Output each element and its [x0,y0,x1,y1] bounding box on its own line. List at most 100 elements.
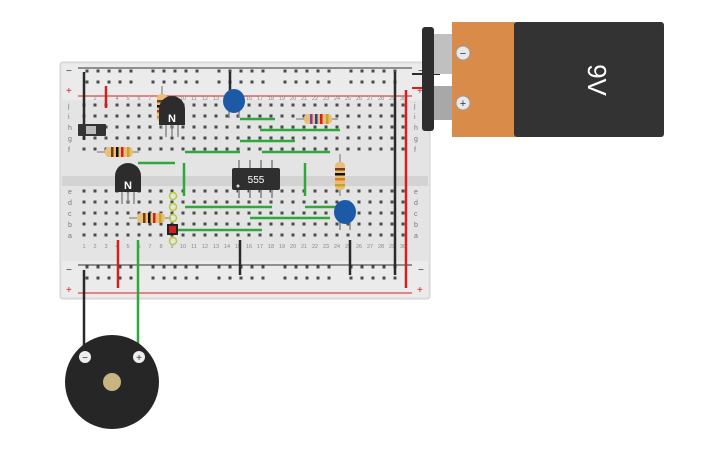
switch-knob[interactable] [86,126,96,134]
breadboard-hole[interactable] [137,125,141,129]
breadboard-hole[interactable] [258,125,262,129]
breadboard-hole[interactable] [390,200,394,204]
breadboard-hole[interactable] [302,114,306,118]
breadboard-hole[interactable] [148,125,152,129]
breadboard-hole[interactable] [203,211,207,215]
breadboard-hole[interactable] [379,233,383,237]
breadboard-hole[interactable] [247,136,251,140]
breadboard-hole[interactable] [390,125,394,129]
breadboard-hole[interactable] [313,200,317,204]
timer-555-chip[interactable]: 555 [232,160,280,198]
breadboard-hole[interactable] [368,114,372,118]
breadboard-hole[interactable] [346,136,350,140]
breadboard-hole[interactable] [379,147,383,151]
rail-hole[interactable] [294,69,298,73]
rail-hole[interactable] [217,265,221,269]
breadboard-hole[interactable] [324,211,328,215]
breadboard-hole[interactable] [401,211,405,215]
breadboard-hole[interactable] [368,103,372,107]
breadboard-hole[interactable] [280,211,284,215]
breadboard-hole[interactable] [324,189,328,193]
breadboard-hole[interactable] [269,147,273,151]
rail-hole[interactable] [316,276,320,280]
rail-hole[interactable] [217,276,221,280]
breadboard-hole[interactable] [269,125,273,129]
transistor[interactable]: N [115,163,141,204]
transistor[interactable]: N [159,96,185,137]
breadboard-hole[interactable] [291,114,295,118]
breadboard-hole[interactable] [170,200,174,204]
breadboard-hole[interactable] [93,200,97,204]
breadboard-hole[interactable] [390,147,394,151]
breadboard-hole[interactable] [115,125,119,129]
breadboard-hole[interactable] [258,211,262,215]
breadboard-hole[interactable] [269,103,273,107]
breadboard-hole[interactable] [280,103,284,107]
breadboard-hole[interactable] [236,136,240,140]
breadboard-hole[interactable] [93,103,97,107]
breadboard-hole[interactable] [269,211,273,215]
breadboard-hole[interactable] [115,114,119,118]
rail-hole[interactable] [360,265,364,269]
breadboard-hole[interactable] [159,147,163,151]
breadboard-hole[interactable] [346,103,350,107]
rail-hole[interactable] [173,265,177,269]
breadboard-hole[interactable] [203,233,207,237]
rail-hole[interactable] [107,69,111,73]
breadboard-hole[interactable] [357,136,361,140]
rail-hole[interactable] [195,276,199,280]
breadboard-hole[interactable] [335,222,339,226]
breadboard-hole[interactable] [368,222,372,226]
breadboard-hole[interactable] [379,200,383,204]
breadboard-hole[interactable] [126,114,130,118]
resistor[interactable] [97,147,139,157]
breadboard-hole[interactable] [379,211,383,215]
rail-hole[interactable] [305,276,309,280]
rail-hole[interactable] [382,265,386,269]
breadboard-hole[interactable] [258,233,262,237]
rail-hole[interactable] [349,69,353,73]
breadboard-hole[interactable] [93,233,97,237]
breadboard-hole[interactable] [148,114,152,118]
breadboard-hole[interactable] [357,211,361,215]
rail-hole[interactable] [382,80,386,84]
rail-hole[interactable] [228,265,232,269]
breadboard-hole[interactable] [236,200,240,204]
breadboard-hole[interactable] [126,233,130,237]
breadboard-hole[interactable] [126,103,130,107]
breadboard-hole[interactable] [126,211,130,215]
rail-hole[interactable] [107,265,111,269]
breadboard-hole[interactable] [93,136,97,140]
breadboard-hole[interactable] [225,189,229,193]
resistor[interactable] [335,154,345,196]
breadboard-hole[interactable] [335,114,339,118]
rail-hole[interactable] [294,265,298,269]
rail-hole[interactable] [195,265,199,269]
rail-hole[interactable] [162,265,166,269]
breadboard-hole[interactable] [357,125,361,129]
rail-hole[interactable] [184,265,188,269]
breadboard-hole[interactable] [181,136,185,140]
breadboard-hole[interactable] [346,222,350,226]
rail-hole[interactable] [382,276,386,280]
breadboard-hole[interactable] [93,222,97,226]
rail-hole[interactable] [151,276,155,280]
breadboard-hole[interactable] [115,136,119,140]
breadboard-hole[interactable] [346,125,350,129]
breadboard-hole[interactable] [269,233,273,237]
breadboard-hole[interactable] [214,189,218,193]
rail-hole[interactable] [294,276,298,280]
rail-hole[interactable] [261,69,265,73]
breadboard-hole[interactable] [313,233,317,237]
breadboard-hole[interactable] [181,222,185,226]
breadboard-hole[interactable] [82,211,86,215]
breadboard-hole[interactable] [401,103,405,107]
rail-hole[interactable] [162,69,166,73]
breadboard-hole[interactable] [335,200,339,204]
rail-hole[interactable] [327,276,331,280]
breadboard-hole[interactable] [104,211,108,215]
breadboard-hole[interactable] [192,114,196,118]
rail-hole[interactable] [217,80,221,84]
breadboard-hole[interactable] [236,114,240,118]
breadboard-hole[interactable] [401,233,405,237]
